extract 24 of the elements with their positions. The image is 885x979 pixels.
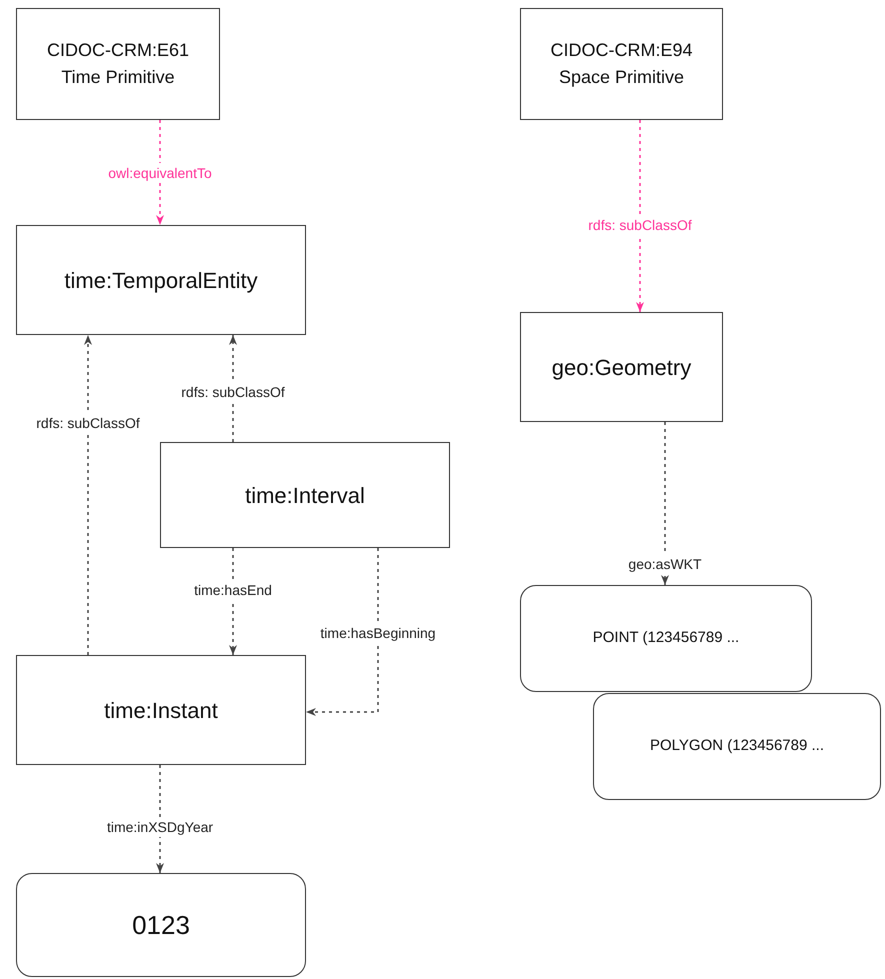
class-box xyxy=(16,8,220,120)
value-box xyxy=(593,693,881,800)
dashed-arrow xyxy=(84,335,92,655)
class-box xyxy=(160,442,450,548)
node-text: time:Instant xyxy=(104,696,218,724)
class-box xyxy=(520,312,723,422)
class-box xyxy=(16,225,306,335)
dashed-arrow xyxy=(156,120,164,225)
dashed-arrow xyxy=(306,548,379,716)
node-text: 0123 xyxy=(132,908,190,942)
value-box xyxy=(520,585,812,692)
node-text: CIDOC-CRM:E94 Space Primitive xyxy=(549,39,694,89)
node-text: time:Interval xyxy=(245,482,365,510)
node-text: geo:Geometry xyxy=(552,354,692,382)
dashed-arrow xyxy=(636,120,644,312)
node-text: POINT (123456789 ... xyxy=(592,628,740,648)
class-box xyxy=(520,8,723,120)
node-text: CIDOC-CRM:E61 Time Primitive xyxy=(46,39,190,89)
class-box xyxy=(16,655,306,765)
dashed-arrow xyxy=(156,765,164,873)
dashed-arrow xyxy=(661,422,669,585)
value-box xyxy=(16,873,306,977)
node-text: time:TemporalEntity xyxy=(64,266,258,295)
node-text: POLYGON (123456789 ... xyxy=(650,736,824,756)
